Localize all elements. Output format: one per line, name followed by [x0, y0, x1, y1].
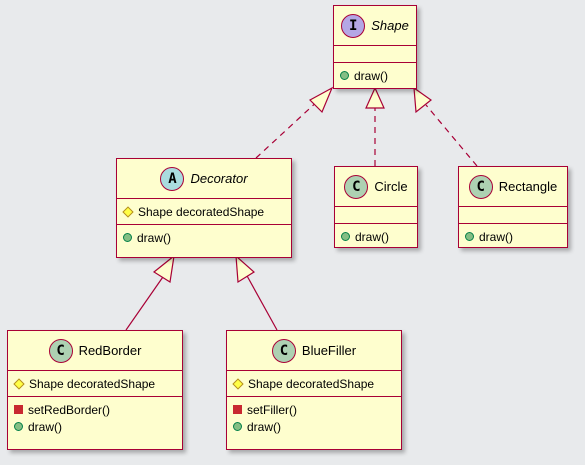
interface-icon: I [341, 13, 366, 38]
class-circle-methods: draw() [335, 224, 417, 249]
method-label: draw() [479, 229, 514, 244]
protected-field-icon [13, 377, 25, 390]
public-method-icon [341, 232, 350, 241]
class-bluefiller-fields: Shape decoratedShape [227, 371, 401, 397]
public-method-icon [340, 71, 349, 80]
class-shape[interactable]: I Shape draw() [333, 5, 417, 89]
method-label: draw() [28, 419, 63, 434]
arrowhead-circle-shape [365, 86, 385, 109]
relation-rectangle-shape [425, 104, 478, 167]
class-shape-fields [334, 46, 416, 63]
class-bluefiller-header: C BlueFiller [227, 331, 401, 371]
class-icon: C [468, 174, 493, 199]
class-decorator-fields: Shape decoratedShape [117, 199, 291, 225]
class-icon: C [48, 338, 73, 363]
class-redborder-fields: Shape decoratedShape [8, 371, 182, 397]
class-shape-methods: draw() [334, 63, 416, 88]
class-decorator[interactable]: A Decorator Shape decoratedShape draw() [116, 158, 292, 258]
class-redborder[interactable]: C RedBorder Shape decoratedShape setRedB… [7, 330, 183, 450]
private-method-icon [14, 405, 23, 414]
field-label: Shape decoratedShape [248, 376, 375, 391]
class-redborder-header: C RedBorder [8, 331, 182, 371]
method-label: setFiller() [247, 402, 297, 417]
class-circle-header: C Circle [335, 167, 417, 207]
arrowhead-bluefiller-decorator [235, 254, 255, 284]
class-icon: C [344, 174, 369, 199]
method-row: draw() [123, 229, 285, 246]
class-bluefiller[interactable]: C BlueFiller Shape decoratedShape setFil… [226, 330, 402, 450]
class-redborder-methods: setRedBorder() draw() [8, 397, 182, 439]
class-rectangle-methods: draw() [459, 224, 567, 249]
class-shape-name: Shape [371, 18, 409, 33]
class-decorator-header: A Decorator [117, 159, 291, 199]
class-rectangle-fields [459, 207, 567, 224]
method-row: setFiller() [233, 401, 395, 418]
field-row: Shape decoratedShape [13, 375, 176, 392]
arrowhead-decorator-shape [309, 86, 334, 114]
protected-field-icon [232, 377, 244, 390]
class-circle[interactable]: C Circle draw() [334, 166, 418, 248]
class-bluefiller-name: BlueFiller [301, 343, 357, 358]
class-decorator-methods: draw() [117, 225, 291, 250]
protected-field-icon [122, 205, 134, 218]
field-label: Shape decoratedShape [138, 204, 265, 219]
method-label: draw() [355, 229, 390, 244]
relation-decorator-shape [255, 97, 322, 159]
public-method-icon [465, 232, 474, 241]
field-row: Shape decoratedShape [122, 203, 285, 220]
class-rectangle[interactable]: C Rectangle draw() [458, 166, 568, 248]
abstract-icon: A [160, 166, 185, 191]
method-label: draw() [137, 230, 172, 245]
field-row: Shape decoratedShape [232, 375, 395, 392]
method-row: draw() [341, 228, 411, 245]
public-method-icon [123, 233, 132, 242]
class-bluefiller-methods: setFiller() draw() [227, 397, 401, 439]
method-row: draw() [14, 418, 176, 435]
class-rectangle-header: C Rectangle [459, 167, 567, 207]
class-shape-header: I Shape [334, 6, 416, 46]
method-row: draw() [233, 418, 395, 435]
method-label: setRedBorder() [28, 402, 111, 417]
public-method-icon [233, 422, 242, 431]
private-method-icon [233, 405, 242, 414]
method-row: setRedBorder() [14, 401, 176, 418]
method-label: draw() [354, 68, 389, 83]
relation-redborder-decorator [125, 273, 166, 331]
method-row: draw() [340, 67, 410, 84]
public-method-icon [14, 422, 23, 431]
arrowhead-redborder-decorator [152, 254, 175, 283]
class-icon: C [271, 338, 296, 363]
arrowhead-rectangle-shape [413, 86, 432, 114]
class-redborder-name: RedBorder [78, 343, 142, 358]
class-decorator-name: Decorator [190, 171, 248, 186]
class-circle-fields [335, 207, 417, 224]
class-rectangle-name: Rectangle [498, 179, 558, 194]
method-row: draw() [465, 228, 561, 245]
relation-bluefiller-decorator [245, 273, 278, 331]
field-label: Shape decoratedShape [29, 376, 156, 391]
class-circle-name: Circle [374, 179, 408, 194]
method-label: draw() [247, 419, 282, 434]
